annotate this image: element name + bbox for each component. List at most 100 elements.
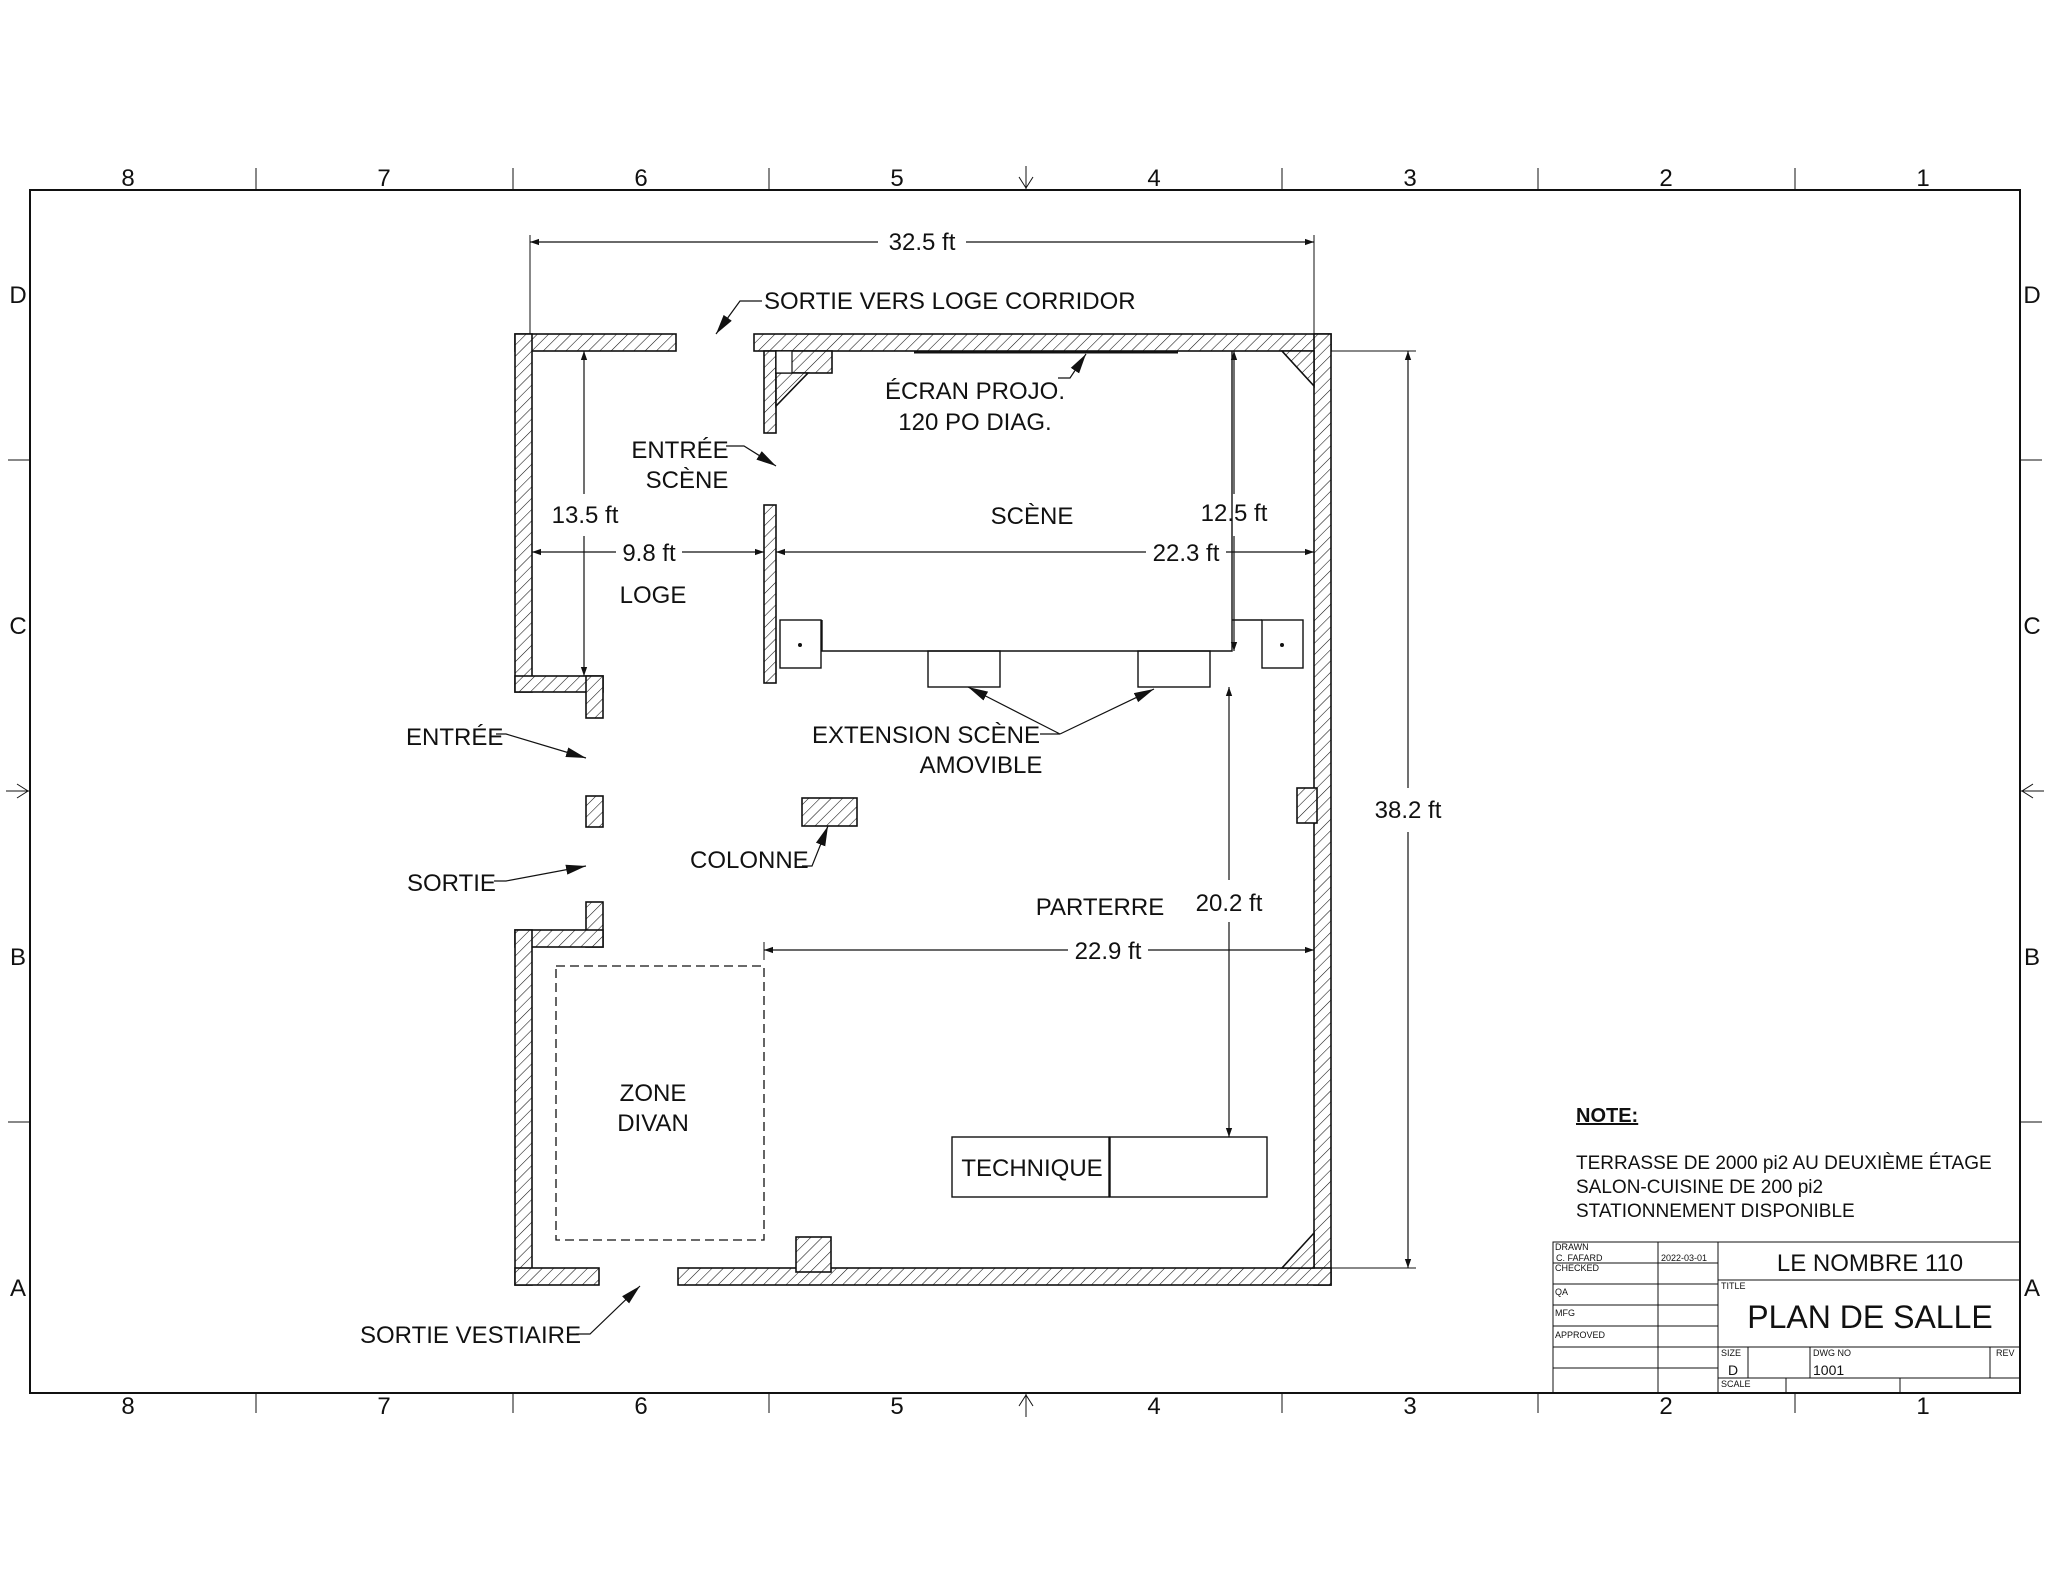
room-parterre-label: PARTERRE (1036, 894, 1164, 921)
wall-bottom-right (677, 1267, 1332, 1286)
room-scene-label: SCÈNE (991, 503, 1074, 530)
zone-label-col-1: 1 (1916, 165, 1929, 192)
room-zone-divan-line2: DIVAN (617, 1110, 689, 1137)
zone-label-col-2-bottom: 2 (1659, 1393, 1672, 1420)
tb-qa-label: QA (1555, 1287, 1568, 1297)
partition-upper (763, 350, 777, 434)
center-mark-right (2020, 783, 2044, 799)
stage-extension-left (927, 650, 1001, 688)
tb-size-value: D (1728, 1362, 1738, 1378)
callout-sortie-vestiaire: SORTIE VESTIAIRE (360, 1322, 581, 1349)
zone-label-col-7-bottom: 7 (377, 1393, 390, 1420)
zone-label-row-d-right: D (2023, 282, 2040, 309)
zone-label-col-8-bottom: 8 (121, 1393, 134, 1420)
dim-loge-width: 9.8 ft (622, 540, 676, 567)
pilaster-right (1296, 787, 1318, 824)
technique-booth-extension (1109, 1136, 1268, 1198)
tb-drawn-by: C. FAFARD (1556, 1253, 1603, 1263)
dim-scene-width: 22.3 ft (1153, 540, 1220, 567)
tb-dwg-no-value: 1001 (1813, 1362, 1844, 1378)
wall-left-upper (514, 333, 533, 693)
tb-size-label: SIZE (1721, 1348, 1741, 1358)
exterior-walls (514, 333, 1332, 1286)
room-loge-label: LOGE (620, 582, 687, 609)
zone-label-col-3-bottom: 3 (1403, 1393, 1416, 1420)
tb-approved-label: APPROVED (1555, 1330, 1606, 1340)
corner-brace-top-left (775, 372, 810, 408)
callout-sortie-loge-corridor: SORTIE VERS LOGE CORRIDOR (764, 288, 1136, 315)
wall-notch-upper-vertical (585, 675, 604, 719)
tb-drawing-title: PLAN DE SALLE (1747, 1299, 1992, 1335)
note-line-1: TERRASSE DE 2000 pi2 AU DEUXIÈME ÉTAGE (1576, 1153, 1992, 1174)
dim-parterre-depth: 20.2 ft (1196, 890, 1263, 917)
tb-checked-label: CHECKED (1555, 1263, 1600, 1273)
tb-drawn-label: DRAWN (1555, 1242, 1589, 1252)
partition-lower (763, 504, 777, 684)
zone-label-col-8: 8 (121, 165, 134, 192)
dim-scene-depth: 12.5 ft (1201, 500, 1268, 527)
callout-entree-scene-line2: SCÈNE (646, 467, 729, 494)
zone-label-row-b: B (10, 944, 26, 971)
tb-title-label: TITLE (1721, 1281, 1746, 1291)
zone-label-col-7: 7 (377, 165, 390, 192)
zone-label-col-6-bottom: 6 (634, 1393, 647, 1420)
dim-overall-width: 32.5 ft (889, 229, 956, 256)
zone-label-row-c-right: C (2023, 613, 2040, 640)
room-zone-divan-line1: ZONE (620, 1080, 687, 1107)
scene-partition (763, 350, 833, 684)
zone-label-row-a-right: A (2024, 1275, 2040, 1302)
stage-edge (821, 351, 1233, 652)
dim-loge-depth: 13.5 ft (552, 502, 619, 529)
floor-plan (514, 333, 1332, 1286)
drawing-border: 8 7 6 5 4 3 2 1 8 7 6 5 4 3 2 1 D C B A … (6, 165, 2044, 1420)
colonne-column (801, 797, 858, 827)
zone-label-col-6: 6 (634, 165, 647, 192)
stage (779, 350, 1304, 688)
dim-parterre-width: 22.9 ft (1075, 938, 1142, 965)
room-labels: SCÈNE LOGE PARTERRE ZONE DIVAN TECHNIQUE (617, 503, 1164, 1182)
center-mark-top (1018, 166, 1034, 190)
center-mark-bottom (1018, 1393, 1034, 1417)
tb-drawn-date: 2022-03-01 (1661, 1253, 1707, 1263)
zone-label-row-a: A (10, 1275, 26, 1302)
wall-bottom-left (514, 1267, 600, 1286)
pilaster-bottom (795, 1236, 832, 1273)
zone-label-col-4-bottom: 4 (1147, 1393, 1160, 1420)
tb-dwg-no-label: DWG NO (1813, 1348, 1851, 1358)
zone-label-row-d: D (9, 282, 26, 309)
callout-entree-scene-line1: ENTRÉE (631, 437, 728, 464)
title-block: DRAWN C. FAFARD 2022-03-01 CHECKED QA MF… (1552, 1241, 2021, 1394)
zone-label-col-1-bottom: 1 (1916, 1393, 1929, 1420)
zone-label-row-c: C (9, 613, 26, 640)
wall-left-lower (514, 929, 533, 1286)
wall-pier-entrance (585, 795, 604, 828)
wall-top-right (753, 333, 1332, 352)
callout-ecran-line2: 120 PO DIAG. (898, 409, 1051, 436)
tb-project-name: LE NOMBRE 110 (1777, 1250, 1963, 1277)
stage-speaker-right (1261, 619, 1304, 669)
callout-extension-line1: EXTENSION SCÈNE (812, 722, 1040, 749)
callout-extension-line2: AMOVIBLE (920, 752, 1043, 779)
zone-label-row-b-right: B (2024, 944, 2040, 971)
wall-top-left (514, 333, 677, 352)
note-line-2: SALON-CUISINE DE 200 pi2 (1576, 1177, 1823, 1198)
zone-label-col-2: 2 (1659, 165, 1672, 192)
callout-ecran-line1: ÉCRAN PROJO. (885, 378, 1065, 405)
zone-label-col-5: 5 (890, 165, 903, 192)
tb-rev-label: REV (1996, 1348, 2015, 1358)
room-technique-label: TECHNIQUE (961, 1155, 1102, 1182)
corner-fill-top-right (1280, 350, 1315, 389)
zone-divan-area (555, 965, 765, 1241)
stage-speaker-left (779, 619, 822, 669)
zone-label-col-5-bottom: 5 (890, 1393, 903, 1420)
note-heading: NOTE: (1576, 1105, 1638, 1127)
stage-extension-right (1137, 650, 1211, 688)
callout-entree: ENTRÉE (406, 724, 503, 751)
tb-scale-label: SCALE (1721, 1379, 1751, 1389)
zone-label-col-4: 4 (1147, 165, 1160, 192)
dim-overall-depth: 38.2 ft (1375, 797, 1442, 824)
notes: NOTE: TERRASSE DE 2000 pi2 AU DEUXIÈME É… (1576, 1105, 1992, 1222)
note-line-3: STATIONNEMENT DISPONIBLE (1576, 1201, 1855, 1222)
technique-booth (951, 1136, 1110, 1198)
